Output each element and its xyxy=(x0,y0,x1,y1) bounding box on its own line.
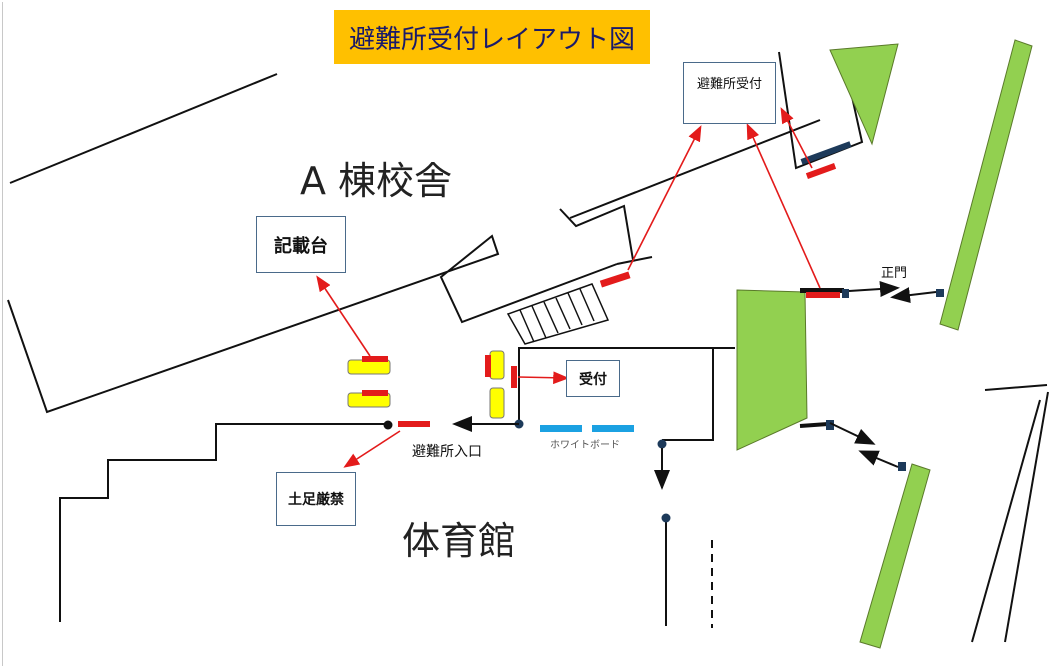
entrance-dot xyxy=(383,420,393,430)
path-dot-2 xyxy=(661,513,671,523)
whiteboard-label: ホワイトボード xyxy=(550,440,620,451)
road-lines xyxy=(971,384,1049,643)
writing-desk-label: 記載台 xyxy=(256,216,346,273)
path-dot-1 xyxy=(657,439,667,449)
green-strip-lower xyxy=(859,463,931,649)
stairs xyxy=(506,283,610,345)
gym-label: 体育館 xyxy=(402,519,517,563)
writing-desks xyxy=(347,356,391,408)
stairs-red-marker xyxy=(599,271,631,288)
a-building-label: A 棟校舎 xyxy=(300,159,453,203)
main-gate-label: 正門 xyxy=(881,266,908,281)
no-shoes-label: 土足厳禁 xyxy=(276,472,356,526)
green-plaza xyxy=(736,289,808,451)
shelter-reception-sign: 避難所受付 xyxy=(683,62,776,124)
whiteboards xyxy=(540,425,634,432)
gym-outline xyxy=(59,347,735,626)
page-title: 避難所受付レイアウト図 xyxy=(334,10,650,64)
reception-desks xyxy=(485,350,517,419)
entrance-red-marker xyxy=(398,421,430,427)
green-areas xyxy=(736,39,1033,649)
green-strip-right xyxy=(939,39,1033,331)
flow-arrows xyxy=(452,281,937,490)
guide-arrows xyxy=(316,107,821,468)
reception-label: 受付 xyxy=(566,360,620,397)
gate-markers xyxy=(799,141,944,471)
green-triangle xyxy=(829,43,899,146)
shelter-entrance-label: 避難所入口 xyxy=(412,444,482,460)
